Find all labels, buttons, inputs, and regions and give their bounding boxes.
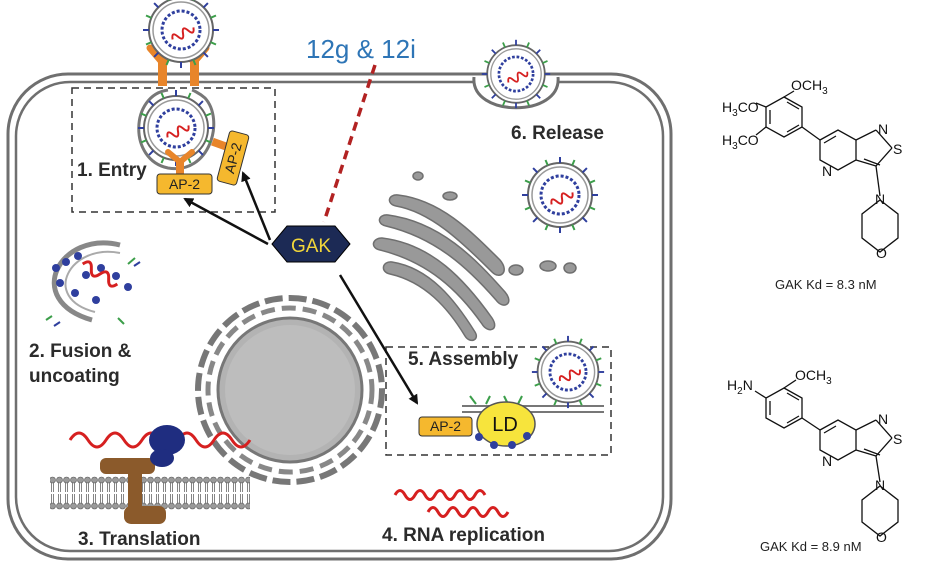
assembly-box bbox=[385, 346, 612, 456]
arrow-gak-to-ap2-assembly bbox=[338, 274, 419, 405]
nucleus bbox=[195, 295, 385, 485]
virion-mature bbox=[520, 155, 600, 235]
compound-2-pyridine-n: N bbox=[822, 453, 832, 469]
compound-1-substituent-2: H3CO bbox=[722, 99, 759, 119]
compound-1-structure bbox=[755, 90, 899, 253]
compound-2-morpholine-n: N bbox=[875, 477, 885, 493]
ap2-label: AP-2 bbox=[221, 141, 245, 175]
compound-2-kd: GAK Kd = 8.9 nM bbox=[760, 539, 862, 554]
compound-2-morpholine-o: O bbox=[876, 529, 887, 545]
step-release-label: 6. Release bbox=[511, 123, 604, 144]
entry-box bbox=[71, 87, 276, 213]
step-replication-label: 4. RNA replication bbox=[382, 525, 545, 546]
compound-2-atoms: OCH3 H2N N N S N O bbox=[727, 367, 902, 545]
compound-2-structure bbox=[754, 379, 899, 537]
ap2-chip-assembly: AP-2 bbox=[418, 416, 473, 437]
compound-1-sulfur: S bbox=[893, 141, 902, 157]
arrow-gak-to-ap2-entry bbox=[183, 197, 269, 246]
compound-1-morpholine-o: O bbox=[876, 245, 887, 261]
step-assembly-label: 5. Assembly bbox=[408, 349, 519, 370]
ap2-label: AP-2 bbox=[169, 176, 200, 192]
compound-1-substituent-3: H3CO bbox=[722, 132, 759, 152]
compound-1-kd: GAK Kd = 8.3 nM bbox=[775, 277, 877, 292]
gak-kinase: GAK bbox=[271, 225, 351, 263]
lipid-droplet: LD bbox=[475, 401, 536, 449]
virion-in-vesicle bbox=[136, 88, 216, 168]
translation-membrane bbox=[50, 476, 250, 510]
compound-1-isothiazole-n: N bbox=[878, 121, 888, 137]
step-entry-label: 1. Entry bbox=[77, 160, 147, 181]
virion-assembling bbox=[530, 334, 606, 410]
fusion-uncoating bbox=[45, 240, 141, 327]
ap2-chip-entry-2: AP-2 bbox=[216, 130, 250, 186]
gak-label: GAK bbox=[291, 236, 331, 257]
arrow-gak-to-ap2-entry-2 bbox=[241, 171, 272, 241]
step-fusion-label-line2: uncoating bbox=[29, 366, 120, 387]
compound-1-atoms: OCH3 H3CO H3CO N N S N O bbox=[722, 77, 902, 261]
compound-1-substituent-1: OCH3 bbox=[791, 77, 828, 97]
inhibitor-label: 12g & 12i bbox=[306, 34, 416, 64]
cell-inner-membrane bbox=[14, 80, 665, 553]
compound-2-sulfur: S bbox=[893, 431, 902, 447]
step-fusion-label-line1: 2. Fusion & bbox=[29, 341, 132, 362]
ap2-label: AP-2 bbox=[430, 418, 461, 434]
step-translation-label: 3. Translation bbox=[78, 529, 201, 550]
compound-1-morpholine-n: N bbox=[875, 191, 885, 207]
compound-2-substituent-2: H2N bbox=[727, 377, 753, 397]
vesicle-receptors bbox=[165, 137, 227, 176]
compound-2-isothiazole-n: N bbox=[878, 411, 888, 427]
rna-replication bbox=[393, 489, 510, 518]
golgi-stacks bbox=[372, 171, 577, 342]
ap2-chip-entry-1: AP-2 bbox=[156, 173, 213, 195]
compound-2-substituent-1: OCH3 bbox=[795, 367, 832, 387]
virion-releasing bbox=[480, 38, 552, 110]
compound-1-pyridine-n: N bbox=[822, 163, 832, 179]
inhibition-line bbox=[322, 64, 377, 223]
translation-complex bbox=[68, 425, 252, 524]
ld-label: LD bbox=[492, 414, 518, 436]
